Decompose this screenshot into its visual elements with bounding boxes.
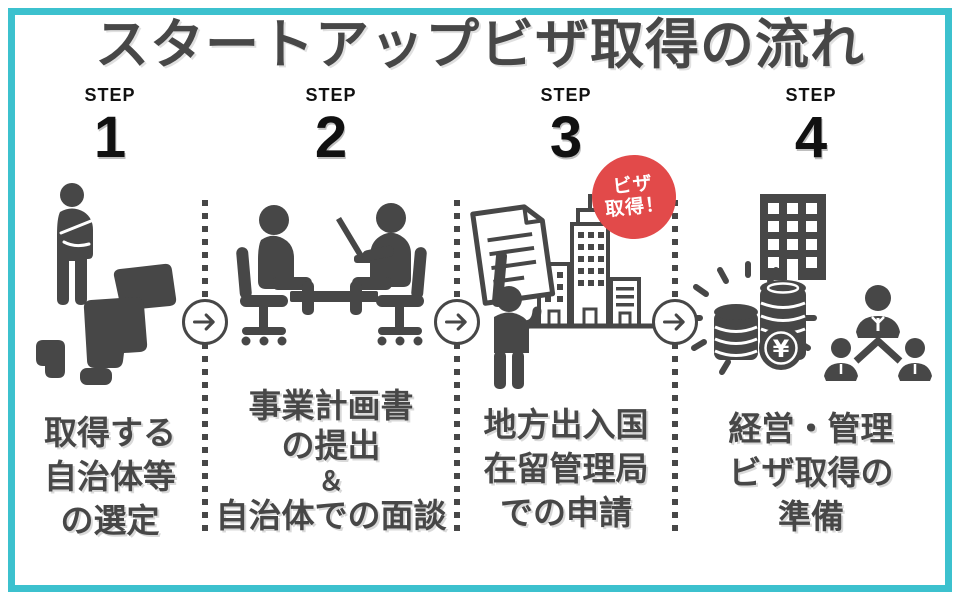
arrow-right-icon bbox=[192, 313, 215, 331]
step-number: 4 bbox=[794, 105, 828, 170]
step-label: STEP bbox=[84, 85, 136, 105]
step-divider bbox=[202, 200, 208, 538]
caption-line: 事業計画書 bbox=[248, 387, 414, 424]
step-caption: 地方出入国 在留管理局 での申請 bbox=[484, 403, 649, 535]
step-number: 2 bbox=[314, 105, 348, 170]
building-windows bbox=[544, 232, 634, 307]
step-column-2: STEP 2 bbox=[207, 86, 455, 536]
caption-line: の選定 bbox=[60, 502, 160, 539]
step-icon-area bbox=[15, 167, 205, 411]
company-preparation-icon: ¥ bbox=[686, 194, 932, 381]
step-caption: 事業計画書 の提出 ＆ 自治体での面談 bbox=[216, 386, 447, 536]
caption-line: での申請 bbox=[500, 494, 632, 531]
step-icon-area bbox=[459, 167, 673, 403]
page-title: スタートアップビザ取得の流れ bbox=[95, 15, 865, 75]
arrow-right-icon bbox=[662, 313, 685, 331]
arrow-right-icon bbox=[444, 313, 467, 331]
arrow-circle bbox=[182, 299, 228, 345]
caption-line: 自治体等 bbox=[44, 458, 176, 495]
interview-meeting-icon bbox=[235, 202, 427, 345]
caption-line: 自治体での面談 bbox=[215, 497, 447, 534]
step-divider bbox=[672, 200, 678, 538]
step-column-3: STEP 3 bbox=[459, 86, 673, 535]
caption-line: の提出 bbox=[281, 427, 381, 464]
caption-line: ＆ bbox=[317, 466, 344, 496]
step-icon-area bbox=[207, 167, 455, 386]
step-number: 3 bbox=[549, 105, 583, 170]
caption-line: 取得する bbox=[44, 414, 176, 451]
arrow-circle bbox=[652, 299, 698, 345]
step-caption: 取得する 自治体等 の選定 bbox=[44, 411, 176, 543]
step-number: 1 bbox=[93, 105, 127, 170]
applicant-person-icon bbox=[491, 251, 541, 389]
step-column-1: STEP 1 取得する 自治体等 の選定 bbox=[15, 86, 205, 543]
caption-line: 経営・管理 bbox=[728, 410, 894, 447]
step-label: STEP bbox=[305, 85, 357, 105]
step-icon-area: ¥ bbox=[677, 167, 945, 407]
coins-icon: ¥ bbox=[686, 261, 817, 375]
yen-coin-icon: ¥ bbox=[759, 326, 803, 370]
table-icon bbox=[289, 290, 378, 302]
municipality-selection-icon bbox=[36, 183, 177, 385]
svg-text:¥: ¥ bbox=[773, 335, 790, 363]
step-column-4: STEP 4 bbox=[677, 86, 945, 539]
step-label: STEP bbox=[785, 85, 837, 105]
step-caption: 経営・管理 ビザ取得の 準備 bbox=[729, 407, 894, 539]
caption-line: 地方出入国 bbox=[483, 406, 649, 443]
right-chair-icon bbox=[375, 246, 427, 345]
caption-line: ビザ取得の bbox=[728, 454, 894, 491]
step-divider bbox=[454, 200, 460, 538]
office-building-icon bbox=[760, 194, 826, 280]
left-chair-icon bbox=[235, 246, 288, 345]
right-person-icon bbox=[349, 202, 411, 315]
caption-line: 在留管理局 bbox=[483, 450, 649, 487]
step-label: STEP bbox=[540, 85, 592, 105]
map-pieces-icon bbox=[36, 263, 177, 385]
application-submission-icon bbox=[469, 194, 664, 389]
caption-line: 準備 bbox=[778, 498, 844, 535]
org-chart-icon bbox=[824, 285, 932, 381]
government-building-icon bbox=[523, 194, 664, 329]
badge-line: 取得！ bbox=[604, 193, 667, 222]
person-thinking-icon bbox=[57, 183, 93, 305]
arrow-circle bbox=[434, 299, 480, 345]
